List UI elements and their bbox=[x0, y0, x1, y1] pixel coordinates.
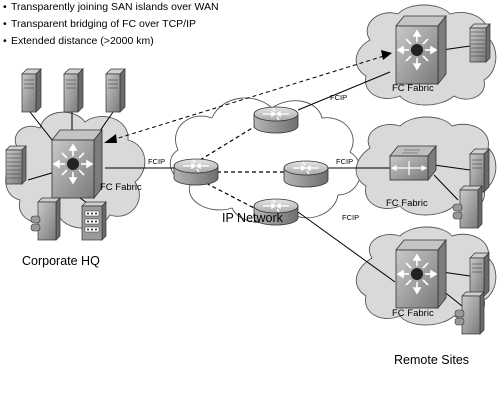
fcip-label-site-1: FCIP bbox=[330, 93, 347, 102]
router-icon-top bbox=[253, 106, 299, 134]
bullet-marker: • bbox=[3, 35, 7, 47]
remote-3-server-icon bbox=[469, 252, 490, 297]
bullet-2: Transparent bridging of FC over TCP/IP bbox=[11, 18, 196, 30]
remote-1-server-icon bbox=[469, 23, 491, 63]
corporate-hq-label: Corporate HQ bbox=[22, 254, 100, 268]
remote-1-fc-fabric-label: FC Fabric bbox=[392, 83, 434, 94]
fcip-label-site-3: FCIP bbox=[342, 213, 359, 222]
remote-1-fc-switch-icon bbox=[395, 15, 447, 85]
bullet-marker: • bbox=[3, 1, 7, 13]
fcip-tunnel-arrow bbox=[104, 50, 392, 143]
hq-rack-server-icon bbox=[5, 145, 27, 185]
hq-fc-fabric-label: FC Fabric bbox=[100, 182, 142, 193]
remote-2-server-icon bbox=[469, 148, 490, 193]
bullet-marker: • bbox=[3, 18, 7, 30]
hq-fc-switch-icon bbox=[51, 129, 103, 199]
bullet-list: • Transparently joining SAN islands over… bbox=[3, 1, 219, 47]
bullet-1: Transparently joining SAN islands over W… bbox=[11, 1, 219, 13]
remote-2-fc-fabric-label: FC Fabric bbox=[386, 198, 428, 209]
hq-disk-array-icon bbox=[81, 201, 107, 241]
remote-3-fc-fabric-label: FC Fabric bbox=[392, 308, 434, 319]
hq-server-icon-3 bbox=[105, 68, 126, 113]
hq-server-icon-1 bbox=[21, 68, 42, 113]
fcip-label-site-2: FCIP bbox=[336, 157, 353, 166]
router-icon-middle bbox=[283, 160, 329, 188]
hq-server-icon-2 bbox=[63, 68, 84, 113]
ip-internal-links bbox=[199, 121, 290, 211]
router-icon-edge bbox=[173, 158, 219, 186]
remote-sites-label: Remote Sites bbox=[394, 353, 469, 367]
remote-3-fc-switch-icon bbox=[395, 239, 447, 309]
ip-network-label: IP Network bbox=[222, 211, 284, 225]
bullet-3: Extended distance (>2000 km) bbox=[11, 35, 154, 47]
remote-2-fc-switch-icon bbox=[389, 145, 437, 181]
fcip-label-hq: FCIP bbox=[148, 157, 165, 166]
